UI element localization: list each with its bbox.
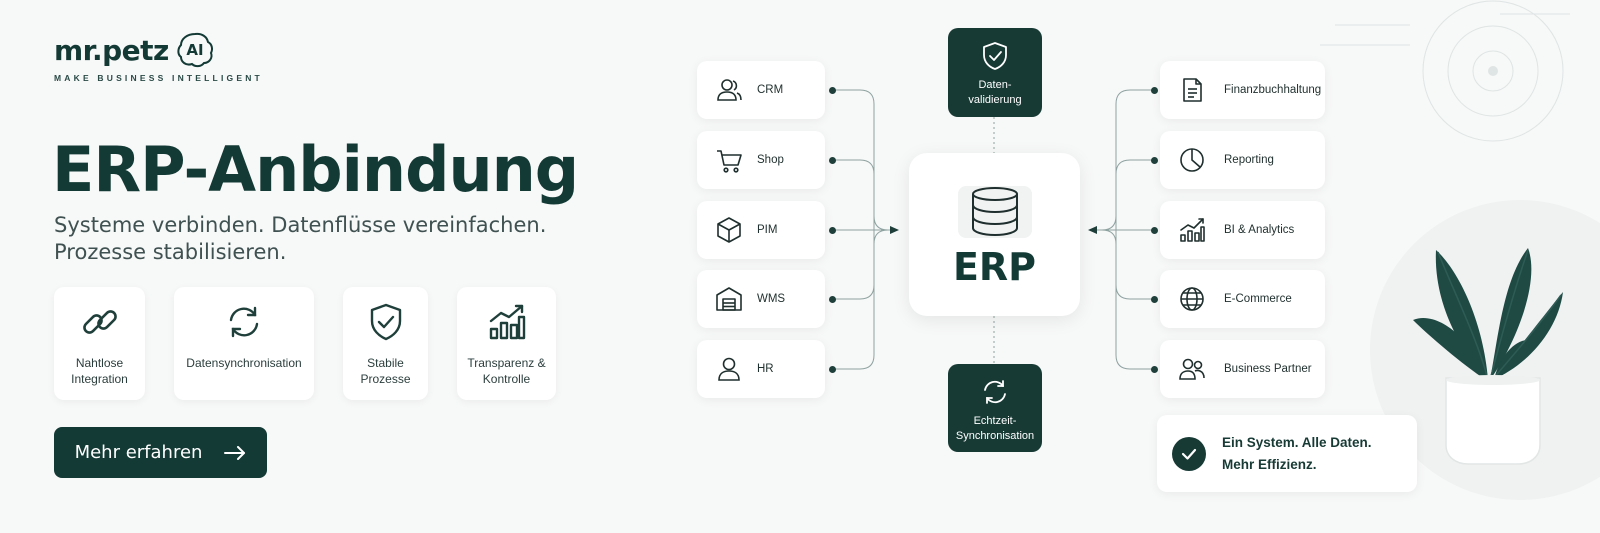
data-validation-node: Daten- validierung [948, 28, 1042, 117]
connector-dot [829, 366, 836, 373]
brain-badge-icon: AI [177, 32, 213, 68]
database-icon [957, 186, 1032, 238]
feature-card-sync: Datensynchronisation [174, 287, 314, 400]
bar-chart-icon [489, 304, 525, 340]
system-node-shop: Shop [697, 131, 825, 189]
plant-decoration [1413, 248, 1563, 465]
subtitle-line-2: Prozesse stabilisieren. [54, 240, 287, 264]
warehouse-icon [716, 287, 742, 311]
feature-label: Stabile Prozesse [360, 356, 411, 386]
summary-text: Ein System. Alle Daten. Mehr Effizienz. [1222, 432, 1372, 476]
connector-dot [829, 227, 836, 234]
node-label: HR [757, 363, 774, 375]
check-icon [1172, 436, 1206, 471]
node-label: Reporting [1224, 154, 1274, 166]
shield-check-icon [370, 303, 401, 341]
connector-dot [829, 296, 836, 303]
system-node-crm: CRM [697, 61, 825, 119]
pie-chart-icon [1180, 148, 1204, 172]
connector-dot [829, 87, 836, 94]
node-label: Business Partner [1224, 363, 1312, 375]
arrow-right-icon [224, 445, 246, 460]
globe-icon [1180, 287, 1204, 311]
users-icon [717, 79, 742, 101]
connector-dot [1151, 157, 1158, 164]
user-icon [718, 357, 740, 381]
feature-label: Datensynchronisation [186, 356, 302, 370]
feature-label: Nahtlose Integration [71, 356, 128, 386]
system-node-finance: Finanzbuchhaltung [1160, 61, 1325, 119]
node-label: BI & Analytics [1224, 224, 1295, 236]
subtitle-line-1: Systeme verbinden. Datenflüsse vereinfac… [54, 213, 547, 237]
connector-dot [829, 157, 836, 164]
brand-tagline: MAKE BUSINESS INTELLIGENT [54, 73, 263, 83]
connector-dot [1151, 366, 1158, 373]
system-node-ecommerce: E-Commerce [1160, 270, 1325, 328]
sync-icon [229, 306, 259, 338]
node-label: Echtzeit- Synchronisation [955, 415, 1035, 442]
node-label: Daten- validierung [968, 79, 1022, 106]
node-label: WMS [757, 293, 786, 305]
connector-dot [1151, 296, 1158, 303]
system-node-partner: Business Partner [1160, 340, 1325, 398]
summary-line-2: Mehr Effizienz. [1222, 456, 1317, 472]
brand-logo: mr.petz AI MAKE BUSINESS INTELLIGENT [54, 30, 263, 83]
connector-dot [1151, 87, 1158, 94]
summary-line-1: Ein System. Alle Daten. [1222, 434, 1372, 450]
realtime-sync-node: Echtzeit- Synchronisation [948, 364, 1042, 452]
partners-icon [1179, 358, 1205, 380]
learn-more-button[interactable]: Mehr erfahren [54, 427, 267, 478]
brand-badge-text: AI [186, 41, 203, 59]
feature-card-transparency: Transparenz & Kontrolle [457, 287, 556, 400]
node-label: Shop [757, 154, 784, 166]
sync-icon [984, 380, 1006, 404]
system-node-bi: BI & Analytics [1160, 201, 1325, 259]
node-label: PIM [757, 224, 778, 236]
erp-hub: ERP [909, 153, 1080, 316]
analytics-icon [1180, 218, 1205, 242]
link-icon [82, 310, 117, 334]
system-node-wms: WMS [697, 270, 825, 328]
node-label: E-Commerce [1224, 293, 1292, 305]
system-node-hr: HR [697, 340, 825, 398]
system-node-pim: PIM [697, 201, 825, 259]
box-icon [717, 217, 741, 243]
erp-label: ERP [952, 245, 1037, 289]
feature-label: Transparenz & Kontrolle [467, 356, 546, 386]
feature-card-stable: Stabile Prozesse [343, 287, 428, 400]
learn-more-label: Mehr erfahren [74, 442, 203, 463]
document-icon [1183, 78, 1202, 102]
connector-dot [1151, 227, 1158, 234]
node-label: Finanzbuchhaltung [1224, 84, 1322, 96]
feature-card-integration: Nahtlose Integration [54, 287, 145, 400]
system-node-reporting: Reporting [1160, 131, 1325, 189]
page-title: ERP-Anbindung [52, 133, 579, 206]
page-subtitle: Systeme verbinden. Datenflüsse vereinfac… [54, 212, 614, 266]
node-label: CRM [757, 84, 784, 96]
shield-check-icon [983, 42, 1007, 70]
cart-icon [717, 150, 742, 173]
brand-name: mr.petz [54, 33, 169, 67]
summary-card: Ein System. Alle Daten. Mehr Effizienz. [1157, 415, 1417, 492]
